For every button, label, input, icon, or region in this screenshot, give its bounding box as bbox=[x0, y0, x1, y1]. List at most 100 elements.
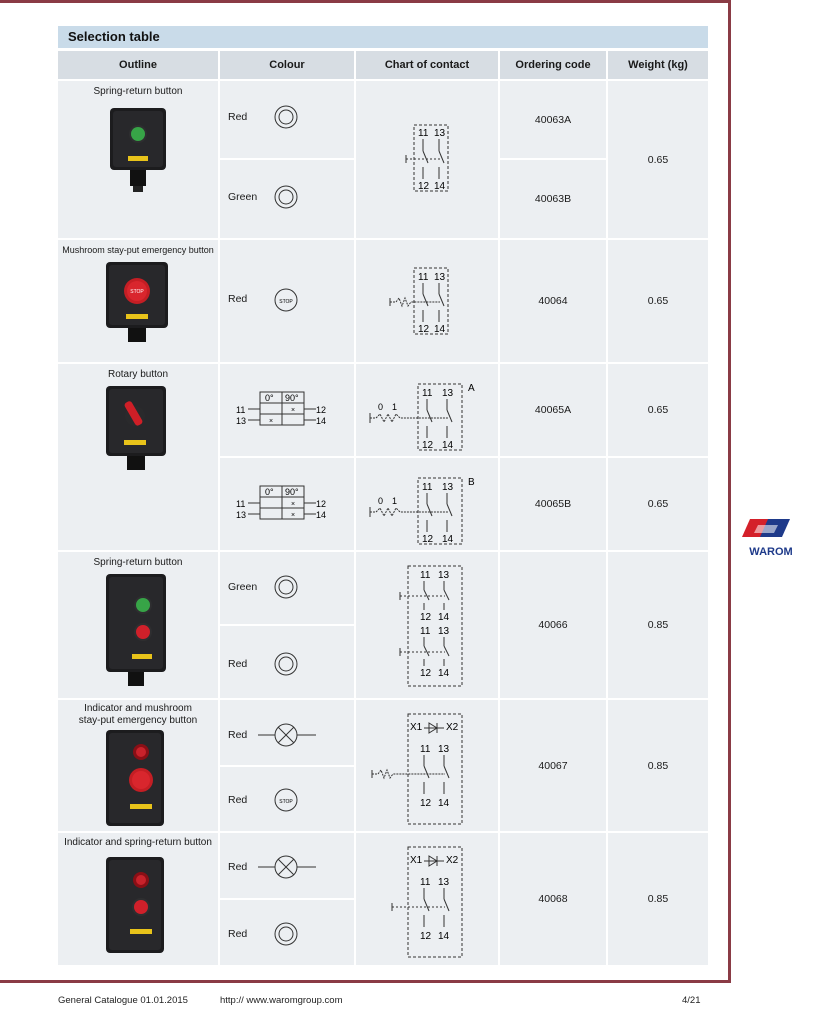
contact-label: 13 bbox=[442, 482, 454, 493]
colour-name: Red bbox=[228, 861, 248, 873]
contact-label: 11 bbox=[420, 744, 431, 755]
contact-label: 13 bbox=[438, 570, 450, 581]
outline-cell-1: Spring-return button bbox=[58, 81, 218, 238]
chart-cell-6: X1 X2 11 13 12 14 bbox=[356, 833, 498, 965]
page-frame-bottom bbox=[0, 980, 731, 983]
chart-cell-5: X1 X2 11 13 12 14 bbox=[356, 700, 498, 831]
outline-title-2: Mushroom stay-put emergency button bbox=[62, 245, 214, 255]
indicator-lamp-icon bbox=[258, 855, 316, 879]
contact-label: 13 bbox=[438, 877, 450, 888]
contact-label: 90° bbox=[285, 393, 299, 403]
contact-label: 11 bbox=[420, 626, 431, 637]
contact-label: 12 bbox=[420, 612, 432, 623]
contact-label: 90° bbox=[285, 487, 299, 497]
header-outline: Outline bbox=[58, 51, 218, 79]
colour-cell-4a: Green bbox=[220, 552, 354, 624]
contact-label: 13 bbox=[236, 510, 246, 520]
weight-value: 0.85 bbox=[608, 833, 708, 965]
contact-label: 12 bbox=[420, 668, 432, 679]
header-ordering-code: Ordering code bbox=[500, 51, 606, 79]
colour-cell-5b: Red STOP bbox=[220, 767, 354, 831]
contact-label: 13 bbox=[236, 416, 246, 426]
brand-name: WAROM bbox=[749, 546, 792, 558]
header-weight: Weight (kg) bbox=[608, 51, 708, 79]
mushroom-symbol-icon: STOP bbox=[274, 288, 298, 312]
contact-label: 11 bbox=[418, 128, 429, 139]
product-image-2: STOP bbox=[106, 262, 168, 342]
colour-name: Red bbox=[228, 293, 248, 305]
contact-label: 0 bbox=[378, 496, 383, 506]
contact-label: 14 bbox=[438, 931, 450, 942]
contact-label: 14 bbox=[438, 668, 450, 679]
contact-label: X1 bbox=[410, 855, 423, 866]
weight-value: 0.85 bbox=[608, 552, 708, 698]
chart-cell-3b: B 11 13 0 1 12 14 bbox=[356, 458, 498, 550]
outline-cell-6: Indicator and spring-return button bbox=[58, 833, 218, 965]
outline-cell-4: Spring-return button bbox=[58, 552, 218, 698]
contact-diagram-icon: B 11 13 0 1 12 14 bbox=[369, 477, 475, 545]
table-title: Selection table bbox=[58, 26, 708, 48]
contact-label: X2 bbox=[446, 722, 459, 733]
header-chart: Chart of contact bbox=[356, 51, 498, 79]
contact-label: X2 bbox=[446, 855, 459, 866]
contact-label: 11 bbox=[420, 877, 431, 888]
button-symbol-icon bbox=[274, 922, 298, 946]
weight-value: 0.65 bbox=[608, 240, 708, 362]
colour-name: Green bbox=[228, 581, 258, 593]
chart-cell-4: 11 13 12 14 11 13 bbox=[356, 552, 498, 698]
contact-label: 11 bbox=[236, 405, 245, 415]
contact-diagram-icon: X1 X2 11 13 12 14 bbox=[371, 713, 463, 825]
chart-cell-2: 11 13 12 14 bbox=[356, 240, 498, 362]
colour-name: Red bbox=[228, 729, 248, 741]
colour-name: Red bbox=[228, 658, 248, 670]
mushroom-symbol-icon: STOP bbox=[274, 788, 298, 812]
contact-label: 14 bbox=[438, 612, 450, 623]
button-symbol-icon bbox=[274, 105, 298, 129]
stop-text: STOP bbox=[279, 799, 293, 805]
page-frame-right bbox=[728, 0, 731, 983]
contact-label: 12 bbox=[418, 324, 430, 335]
outline-title-5b: stay-put emergency button bbox=[78, 715, 198, 726]
colour-cell-2: Red STOP bbox=[220, 240, 354, 362]
button-symbol-icon bbox=[274, 652, 298, 676]
contact-diagram-icon: 11 13 12 14 bbox=[389, 267, 449, 335]
weight-value: 0.65 bbox=[608, 81, 708, 238]
switch-position-table-icon: 0° 90° × × 11 13 12 14 bbox=[236, 391, 326, 426]
contact-diagram-icon: A 11 13 0 1 12 14 bbox=[369, 383, 475, 451]
colour-cell-1a: Red bbox=[220, 81, 354, 158]
contact-label: 11 bbox=[422, 388, 433, 399]
contact-label: 12 bbox=[422, 440, 434, 451]
outline-title-1: Spring-return button bbox=[93, 86, 183, 97]
contact-label: X1 bbox=[410, 722, 423, 733]
contact-label: × bbox=[291, 407, 295, 414]
contact-label: 0 bbox=[378, 402, 383, 412]
contact-label: 0° bbox=[265, 393, 274, 403]
contact-label: 0° bbox=[265, 487, 274, 497]
selection-table: Selection table Outline Colour Chart of … bbox=[58, 26, 708, 965]
product-image-3 bbox=[106, 386, 166, 470]
contact-label: 1 bbox=[392, 496, 397, 506]
contact-label: 12 bbox=[420, 931, 432, 942]
contact-label: 13 bbox=[438, 626, 450, 637]
ordering-code: 40063B bbox=[500, 160, 606, 238]
colour-cell-1b: Green bbox=[220, 160, 354, 238]
ordering-code: 40066 bbox=[500, 552, 606, 698]
stop-text: STOP bbox=[130, 289, 144, 295]
chart-cell-1: 11 13 12 14 bbox=[356, 81, 498, 238]
weight-value: 0.65 bbox=[608, 458, 708, 550]
outline-title-5a: Indicator and mushroom bbox=[84, 703, 192, 714]
contact-label: 14 bbox=[438, 798, 450, 809]
outline-cell-5: Indicator and mushroom stay-put emergenc… bbox=[58, 700, 218, 831]
contact-label: × bbox=[269, 418, 273, 425]
contact-label: × bbox=[291, 501, 295, 508]
outline-cell-3: Rotary button bbox=[58, 364, 218, 550]
contact-label: 14 bbox=[316, 416, 326, 426]
ordering-code: 40065B bbox=[500, 458, 606, 550]
outline-title-6: Indicator and spring-return button bbox=[64, 837, 212, 848]
footer-url[interactable]: http:// www.waromgroup.com bbox=[220, 995, 343, 1006]
outline-title-3: Rotary button bbox=[107, 369, 169, 380]
contact-label: × bbox=[291, 512, 295, 519]
contact-label: 14 bbox=[434, 324, 446, 335]
footer-catalogue: General Catalogue 01.01.2015 bbox=[58, 995, 188, 1006]
chart-mark: A bbox=[468, 383, 475, 394]
